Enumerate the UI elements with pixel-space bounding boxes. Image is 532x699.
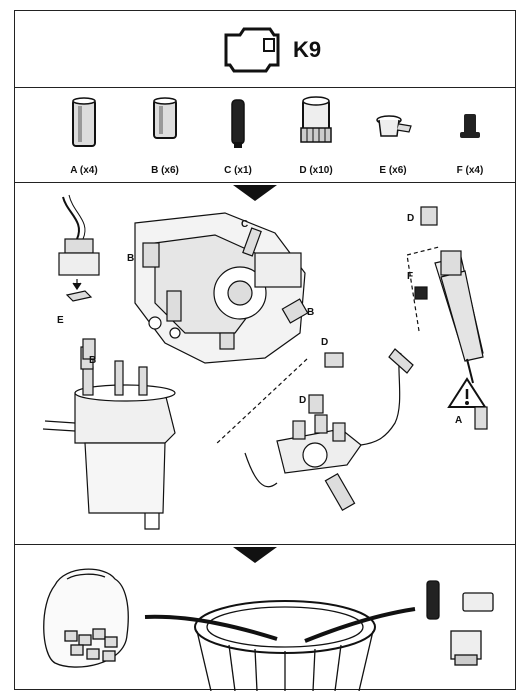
kit-header: K9 (15, 11, 515, 87)
fitting-diagram: C B B E B D D D F A (15, 183, 515, 543)
part-e: E (x6) (358, 88, 428, 182)
kit-code: K9 (293, 37, 322, 62)
callout-f: F (407, 271, 414, 282)
callout-c: C (241, 219, 249, 230)
callout-d: D (321, 337, 329, 348)
arrow-down-icon (233, 547, 277, 563)
part-label: A (x4) (70, 165, 98, 176)
dark-cap-icon (231, 99, 245, 148)
callout-a: A (455, 415, 463, 426)
part-a: A (x4) (49, 88, 119, 182)
divider (15, 544, 515, 545)
divider (15, 182, 515, 183)
callout-b: B (307, 307, 315, 318)
callout-d: D (299, 395, 307, 406)
part-f: F (x4) (435, 88, 505, 182)
kit-instruction-sheet: K9 A (x4) B (x6) C (x1) (14, 10, 516, 691)
part-d: D (x10) (281, 88, 351, 182)
part-label: C (x1) (224, 165, 252, 176)
long-sleeve-icon (72, 97, 96, 147)
kit-box-icon (224, 27, 280, 73)
sleeve-icon (153, 97, 177, 139)
part-label: F (x4) (456, 165, 484, 176)
part-b: B (x6) (130, 88, 200, 182)
knurled-cap-icon (300, 96, 332, 143)
divider (15, 87, 515, 88)
part-label: B (x6) (151, 165, 179, 176)
callout-d: D (407, 213, 415, 224)
callout-b: B (89, 355, 97, 366)
parts-list: A (x4) B (x6) C (x1) (15, 88, 515, 182)
clip-cap-icon (376, 115, 412, 137)
fuel-system-illustration (42, 194, 488, 530)
disposal-illustration (43, 568, 494, 691)
part-label: D (x10) (299, 165, 333, 176)
part-label: E (x6) (379, 165, 407, 176)
disposal-section (15, 545, 515, 691)
callout-b: B (127, 253, 135, 264)
callout-e: E (57, 315, 64, 326)
arrow-down-icon (233, 185, 277, 201)
plug-icon (460, 114, 480, 138)
part-c: C (x1) (203, 88, 273, 182)
